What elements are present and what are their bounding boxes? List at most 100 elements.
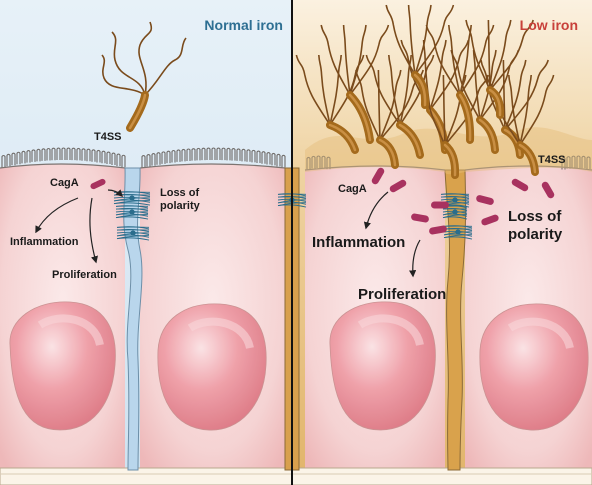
microvillus: [71, 147, 76, 161]
flagellum: [349, 24, 367, 96]
microvillus: [96, 149, 101, 163]
flagellum: [429, 39, 447, 111]
flagellum: [349, 24, 390, 96]
microvillus: [66, 147, 71, 161]
microvillus: [261, 151, 266, 164]
microvillus: [51, 147, 56, 161]
h-pylori-bacterium: [365, 54, 435, 159]
normal-caga-label: CagA: [50, 177, 79, 189]
flagellum: [399, 54, 412, 126]
caga-molecule: [429, 225, 447, 235]
caga-molecule: [511, 178, 529, 192]
microvillus: [76, 147, 81, 161]
flagellum: [379, 69, 402, 141]
normal-inflammation-label: Inflammation: [10, 236, 79, 248]
arrows: [35, 189, 421, 278]
flagellum: [295, 54, 331, 126]
microvillus: [571, 155, 576, 169]
microvillus: [216, 147, 221, 161]
microvillus: [201, 147, 206, 161]
flagellum: [489, 19, 534, 91]
nuclei: [9, 301, 589, 431]
nucleus-low-left: [329, 301, 436, 431]
flagellum: [414, 4, 455, 76]
microvillus: [141, 155, 146, 168]
tight-junction-fibril: [115, 216, 149, 220]
microvillus: [561, 156, 566, 170]
tight-junction-node: [455, 229, 461, 235]
caga-molecule: [411, 213, 429, 223]
microvillus: [246, 149, 251, 162]
caga-molecule: [371, 167, 385, 185]
microvillus: [171, 149, 176, 163]
tight-junction-node: [452, 197, 458, 203]
flagellum: [459, 24, 495, 96]
microvillus: [211, 147, 216, 160]
microvillus: [191, 148, 196, 161]
microvillus: [46, 147, 51, 161]
arrow-to-inflammation-normal: [35, 197, 79, 234]
flagellum: [355, 69, 381, 141]
h-pylori-bacterium: [450, 49, 520, 154]
flagellum: [407, 4, 416, 76]
caga-molecule: [476, 195, 494, 205]
microvillus: [11, 152, 16, 166]
microvilli-normal: [1, 147, 286, 168]
flagellum: [101, 54, 146, 96]
microvillus: [31, 149, 36, 162]
flagellum: [504, 59, 549, 131]
tight-junction-fibril: [443, 236, 473, 240]
arrow-to-tj-normal: [107, 189, 124, 198]
microvillus: [311, 155, 316, 169]
microvillus: [181, 148, 186, 162]
microvillus: [36, 148, 41, 162]
flagellum: [442, 74, 446, 146]
flagellum: [508, 74, 521, 146]
low-junctions: [444, 169, 467, 471]
microvillus: [271, 152, 276, 166]
microvillus: [61, 147, 66, 161]
caga-molecule: [90, 178, 106, 190]
microvillus: [326, 156, 331, 170]
microvillus: [306, 156, 311, 170]
label-line: Loss of: [508, 208, 562, 225]
flagellum: [489, 19, 512, 91]
flagellum: [504, 59, 527, 131]
microvillus: [226, 147, 231, 161]
flagellum: [385, 4, 416, 76]
flagellum: [479, 49, 497, 121]
microvillus: [221, 147, 226, 161]
tight-junction-node: [130, 230, 136, 236]
low-panel-title: Low iron: [520, 17, 578, 33]
microvillus: [576, 155, 581, 169]
arrow-to-inflammation-low: [363, 191, 389, 230]
basement-membrane: [0, 467, 592, 485]
tight-junction-fibril: [116, 237, 150, 241]
flagellum: [502, 59, 506, 131]
microvillus: [16, 151, 21, 165]
microvillus: [586, 156, 591, 169]
microvilli-low: [306, 155, 591, 170]
microvillus: [236, 148, 241, 161]
flagellum: [138, 21, 153, 96]
microvillus: [86, 148, 91, 162]
caga-molecule: [541, 181, 555, 199]
microvillus: [81, 148, 86, 161]
flagellum: [320, 24, 351, 96]
microvillus: [101, 150, 106, 164]
microvillus: [231, 148, 236, 161]
caga-molecule: [389, 179, 407, 193]
microvillus: [241, 148, 246, 162]
microvillus: [6, 153, 11, 167]
microvillus: [21, 150, 26, 164]
microvillus: [111, 152, 116, 166]
microvillus: [26, 150, 31, 163]
tight-junction-node: [129, 209, 135, 215]
flagellum: [388, 54, 401, 126]
low-t4ss-label: T4SS: [538, 154, 566, 166]
nucleus-normal-left: [9, 301, 116, 431]
microvillus: [581, 155, 586, 169]
microvillus: [276, 153, 281, 167]
